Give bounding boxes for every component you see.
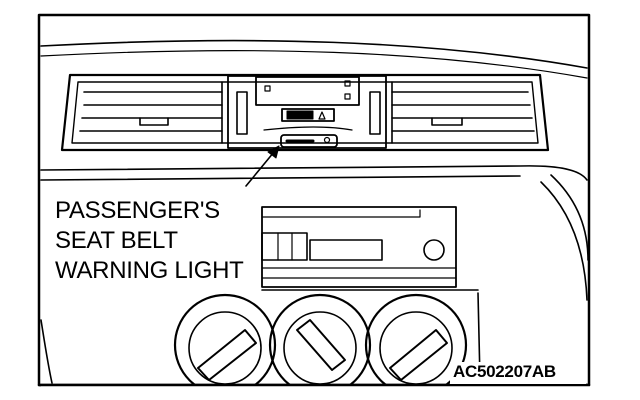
passenger-seat-belt-warning-light [280, 134, 338, 148]
clock-display [255, 76, 360, 106]
vent-knob-right [369, 91, 381, 135]
center-cluster [227, 75, 387, 149]
vent-knob-left [236, 91, 248, 135]
callout-line-1: PASSENGER'S [55, 197, 220, 224]
audio-display [309, 239, 383, 261]
dash-top-edge-inner [40, 49, 588, 79]
callout-label: PASSENGER'S SEAT BELT WARNING LIGHT [55, 196, 244, 286]
leader-arrow [245, 145, 280, 187]
figure-code: AC502207AB [453, 362, 556, 381]
callout-line-2: SEAT BELT [55, 227, 178, 254]
callout-line-3: WARNING LIGHT [55, 257, 244, 284]
hazard-switch [281, 108, 335, 122]
vent-bezel-inner [71, 81, 539, 144]
right-air-vent [391, 81, 535, 144]
dash-top-edge [40, 39, 588, 69]
vent-bezel [60, 73, 550, 152]
left-air-vent [79, 81, 223, 144]
climate-knob-center [268, 293, 372, 397]
climate-knob-left [173, 293, 277, 397]
audio-knob [423, 239, 445, 261]
center-console [40, 165, 589, 384]
audio-unit [261, 206, 457, 288]
